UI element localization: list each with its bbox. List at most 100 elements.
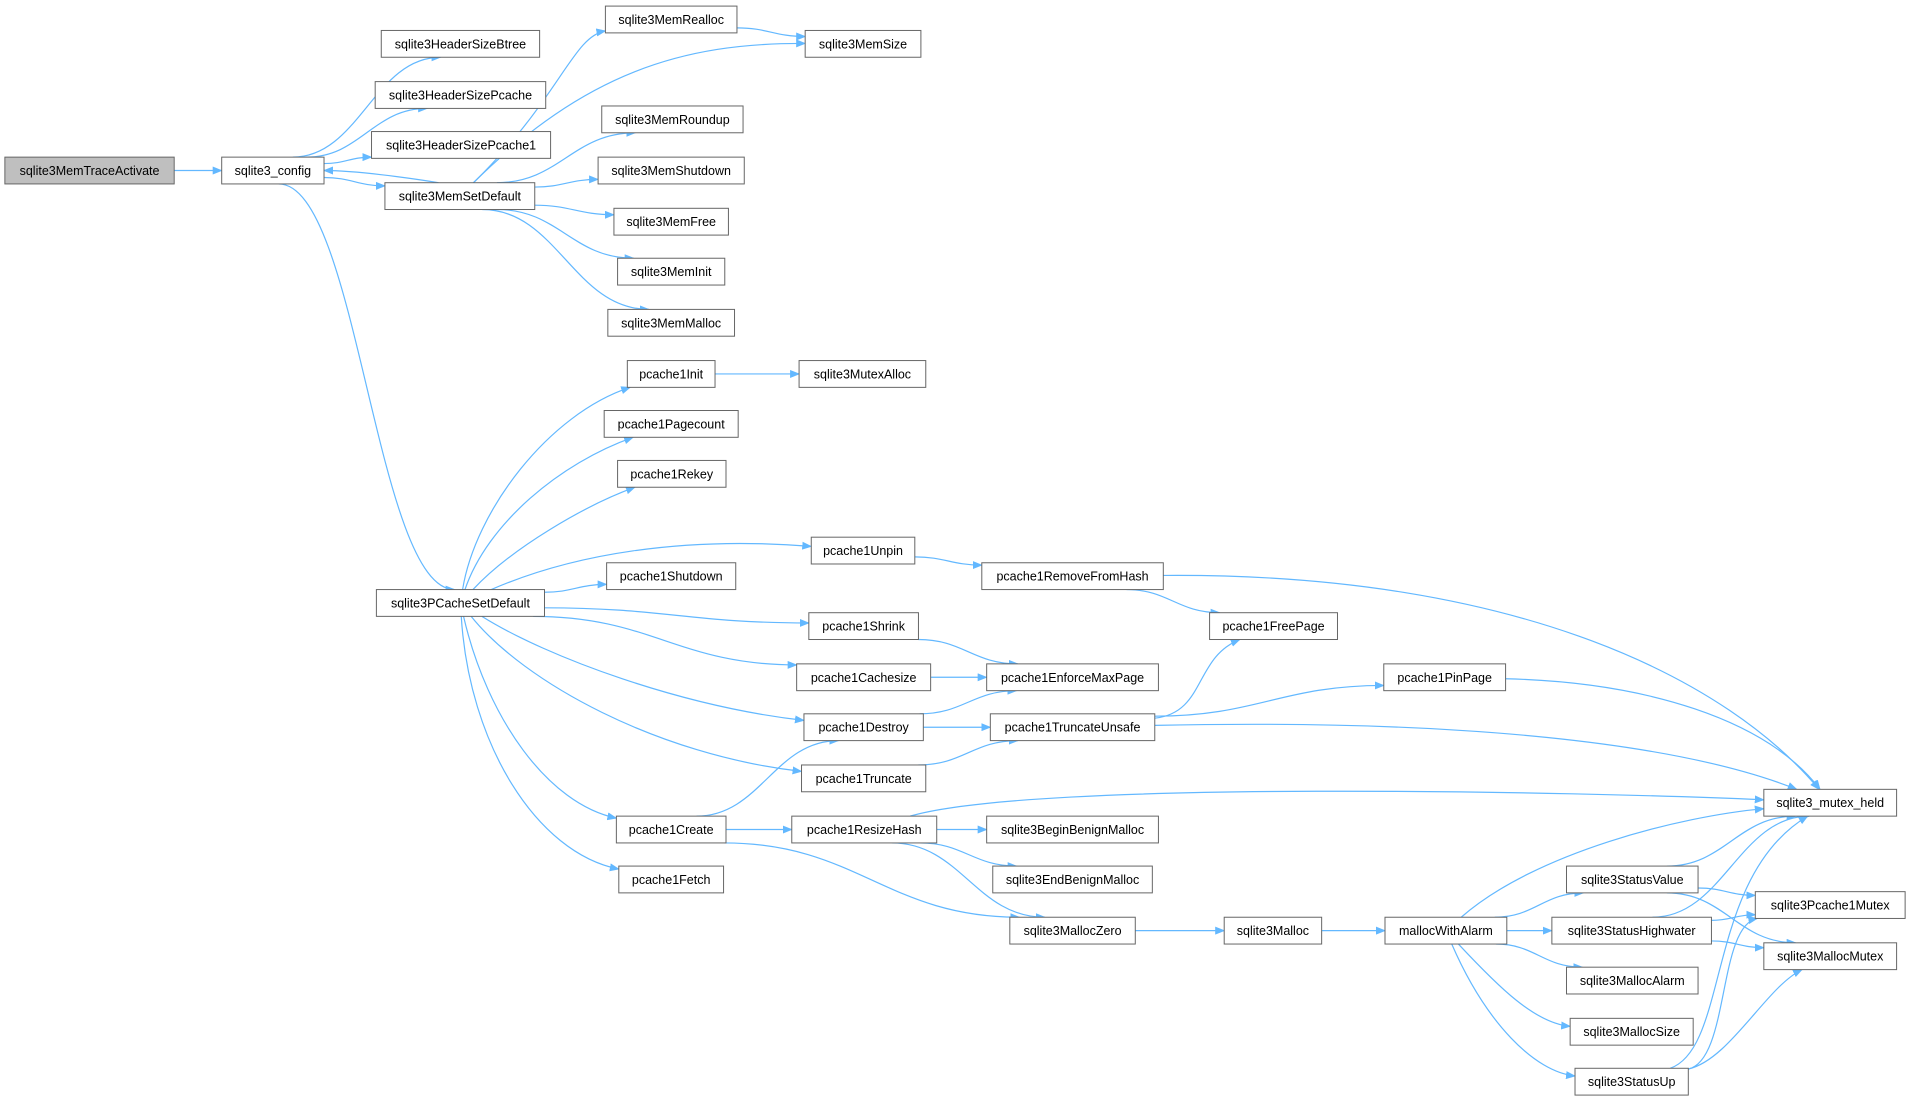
node-label: pcache1TruncateUnsafe [1005, 721, 1141, 735]
node-label: sqlite3_config [235, 164, 311, 178]
node-label: sqlite3MemSize [819, 37, 907, 51]
node-sqlite3-mem-realloc[interactable]: sqlite3MemRealloc [604, 5, 738, 34]
node-label: sqlite3StatusUp [1588, 1075, 1676, 1089]
edge-malloc-with-alarm-to-sqlite3-status-value [1494, 888, 1585, 918]
node-sqlite3-mem-set-default[interactable]: sqlite3MemSetDefault [384, 182, 536, 211]
node-pcache1-fetch[interactable]: pcache1Fetch [618, 865, 725, 894]
node-pcache1-destroy[interactable]: pcache1Destroy [803, 713, 924, 742]
node-box [1551, 916, 1712, 945]
edge-pcache1-resize-hash-to-sqlite3-mutex-held [910, 790, 1765, 817]
edge-sqlite3-pcache-set-default-to-pcache1-fetch [460, 616, 620, 872]
node-sqlite3-end-benign-malloc[interactable]: sqlite3EndBenignMalloc [992, 865, 1153, 894]
node-label: sqlite3MallocMutex [1777, 950, 1884, 964]
node-sqlite3-malloc[interactable]: sqlite3Malloc [1223, 916, 1323, 945]
node-box [1565, 966, 1699, 995]
edge-sqlite3-pcache-set-default-to-pcache1-cachesize [533, 615, 798, 669]
node-pcache1-rekey[interactable]: pcache1Rekey [617, 459, 727, 488]
node-box [1565, 865, 1699, 894]
node-sqlite3-mem-roundup[interactable]: sqlite3MemRoundup [601, 105, 744, 134]
node-sqlite3-header-size-btree[interactable]: sqlite3HeaderSizeBtree [380, 29, 541, 58]
node-sqlite3-mem-trace-activate[interactable]: sqlite3MemTraceActivate [4, 156, 175, 185]
node-label: sqlite3StatusValue [1581, 873, 1684, 887]
edge-sqlite3-pcache-set-default-to-pcache1-destroy [481, 615, 805, 724]
edge-pcache1-shrink-to-pcache1-enforce-max-page [918, 638, 1019, 668]
node-box [615, 815, 727, 844]
node-sqlite3-malloc-zero[interactable]: sqlite3MallocZero [1009, 916, 1136, 945]
node-sqlite3-mem-size[interactable]: sqlite3MemSize [804, 29, 922, 58]
edge-sqlite3-pcache-set-default-to-pcache1-shrink [544, 607, 810, 627]
node-sqlite3-config[interactable]: sqlite3_config [221, 156, 325, 185]
node-sqlite3-status-up[interactable]: sqlite3StatusUp [1574, 1067, 1689, 1096]
node-label: sqlite3EndBenignMalloc [1006, 873, 1139, 887]
edge-sqlite3-status-up-to-sqlite3-malloc-mutex [1688, 969, 1803, 1070]
node-sqlite3-status-value[interactable]: sqlite3StatusValue [1565, 865, 1699, 894]
node-box [1223, 916, 1323, 945]
node-pcache1-init[interactable]: pcache1Init [626, 360, 716, 388]
node-pcache1-pin-page[interactable]: pcache1PinPage [1383, 663, 1507, 692]
node-label: pcache1EnforceMaxPage [1001, 671, 1144, 685]
edge-sqlite3-mem-set-default-to-sqlite3-mem-free [534, 204, 615, 219]
node-box [597, 156, 745, 185]
node-pcache1-unpin[interactable]: pcache1Unpin [810, 536, 916, 565]
node-sqlite3-mem-init[interactable]: sqlite3MemInit [617, 257, 726, 286]
node-pcache1-free-page[interactable]: pcache1FreePage [1209, 612, 1338, 641]
edge-sqlite3-config-to-sqlite3-header-size-pcache [306, 104, 429, 158]
node-sqlite3-header-size-pcache[interactable]: sqlite3HeaderSizePcache [374, 81, 547, 109]
edge-sqlite3-status-up-to-sqlite3-pcache1-mutex [1688, 916, 1759, 1070]
node-box [607, 308, 736, 337]
edge-pcache1-truncate-to-pcache1-truncate-unsafe [918, 736, 1019, 766]
node-label: pcache1Fetch [632, 873, 711, 887]
node-sqlite3-malloc-size[interactable]: sqlite3MallocSize [1569, 1017, 1694, 1046]
edge-malloc-with-alarm-to-sqlite3-malloc-alarm [1495, 943, 1584, 972]
node-box [1763, 942, 1898, 971]
edge-sqlite3-pcache-set-default-to-pcache1-shutdown [544, 580, 608, 593]
node-pcache1-truncate[interactable]: pcache1Truncate [801, 764, 927, 793]
node-pcache1-cachesize[interactable]: pcache1Cachesize [796, 663, 932, 692]
node-box [384, 182, 536, 211]
node-sqlite3-pcache1-mutex[interactable]: sqlite3Pcache1Mutex [1754, 891, 1906, 919]
node-sqlite3-pcache-set-default[interactable]: sqlite3PCacheSetDefault [375, 589, 545, 617]
node-label: sqlite3Pcache1Mutex [1771, 899, 1891, 913]
node-pcache1-shrink[interactable]: pcache1Shrink [808, 612, 919, 641]
node-label: pcache1Init [639, 367, 703, 381]
node-pcache1-resize-hash[interactable]: pcache1ResizeHash [791, 815, 938, 844]
edge-pcache1-resize-hash-to-sqlite3-malloc-zero [891, 842, 1046, 922]
node-sqlite3-mem-shutdown[interactable]: sqlite3MemShutdown [597, 156, 745, 185]
node-pcache1-enforce-max-page[interactable]: pcache1EnforceMaxPage [986, 663, 1159, 692]
node-sqlite3-malloc-mutex[interactable]: sqlite3MallocMutex [1763, 942, 1898, 971]
node-box [986, 663, 1159, 692]
node-box [606, 562, 737, 591]
node-sqlite3-mem-free[interactable]: sqlite3MemFree [613, 207, 729, 236]
edge-pcache1-unpin-to-pcache1-remove-from-hash [914, 556, 983, 570]
edge-malloc-with-alarm-to-sqlite3-mutex-held [1460, 805, 1765, 918]
node-sqlite3-mutex-held[interactable]: sqlite3_mutex_held [1763, 788, 1898, 817]
node-box [374, 81, 547, 109]
node-pcache1-shutdown[interactable]: pcache1Shutdown [606, 562, 737, 591]
node-sqlite3-status-highwater[interactable]: sqlite3StatusHighwater [1551, 916, 1712, 945]
edge-sqlite3-pcache-set-default-to-pcache1-truncate [470, 615, 803, 775]
node-sqlite3-malloc-alarm[interactable]: sqlite3MallocAlarm [1565, 966, 1699, 995]
node-box [1754, 891, 1906, 919]
node-pcache1-remove-from-hash[interactable]: pcache1RemoveFromHash [981, 562, 1164, 591]
node-box [1009, 916, 1136, 945]
node-sqlite3-mutex-alloc[interactable]: sqlite3MutexAlloc [798, 360, 927, 388]
node-pcache1-truncate-unsafe[interactable]: pcache1TruncateUnsafe [989, 713, 1156, 742]
node-label: sqlite3MemShutdown [611, 164, 731, 178]
node-box [221, 156, 325, 185]
node-label: sqlite3HeaderSizeBtree [395, 37, 526, 51]
edge-sqlite3-status-highwater-to-sqlite3-malloc-mutex [1711, 940, 1765, 952]
node-label: sqlite3MemInit [631, 265, 712, 279]
node-label: sqlite3_mutex_held [1776, 796, 1884, 810]
node-label: pcache1Create [629, 823, 714, 837]
node-label: sqlite3MallocZero [1024, 924, 1122, 938]
node-sqlite3-header-size-pcache1[interactable]: sqlite3HeaderSizePcache1 [371, 131, 552, 159]
node-sqlite3-begin-benign-malloc[interactable]: sqlite3BeginBenignMalloc [986, 815, 1159, 844]
edge-pcache1-create-to-pcache1-destroy [696, 736, 840, 817]
edge-pcache1-pin-page-to-sqlite3-mutex-held [1505, 678, 1821, 791]
node-malloc-with-alarm[interactable]: mallocWithAlarm [1384, 916, 1508, 945]
node-sqlite3-mem-malloc[interactable]: sqlite3MemMalloc [607, 308, 736, 337]
node-pcache1-create[interactable]: pcache1Create [615, 815, 727, 844]
node-box [617, 459, 727, 488]
node-pcache1-pagecount[interactable]: pcache1Pagecount [603, 410, 739, 438]
